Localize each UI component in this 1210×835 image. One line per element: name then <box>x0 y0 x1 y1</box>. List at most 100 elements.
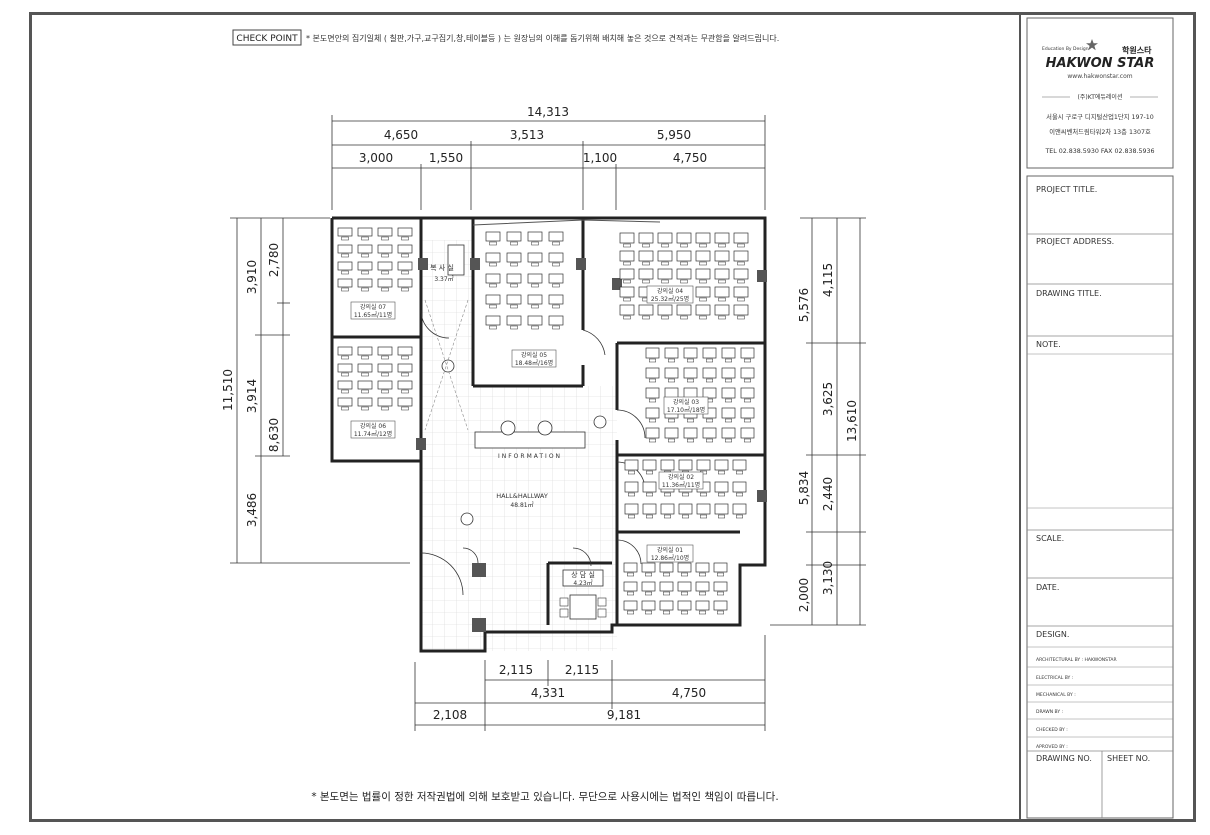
desk <box>619 250 635 262</box>
copy-room-name: 복 사 실 <box>430 263 454 272</box>
dim-top-r2-3: 5,950 <box>657 128 691 142</box>
chair <box>401 389 409 394</box>
door-arc <box>420 309 450 339</box>
desk <box>695 250 711 262</box>
chair <box>489 262 497 267</box>
chair <box>718 514 725 519</box>
chair-icon <box>500 420 516 436</box>
desk <box>702 387 717 399</box>
chair <box>687 358 694 363</box>
chair <box>668 378 675 383</box>
desk <box>397 261 413 271</box>
desk <box>733 286 749 298</box>
chair <box>699 572 706 577</box>
chair <box>381 389 389 394</box>
desk <box>638 304 654 316</box>
desk <box>645 367 660 379</box>
desk <box>695 304 711 316</box>
chair <box>718 492 725 497</box>
desk <box>527 231 543 242</box>
chair <box>381 287 389 292</box>
desk <box>677 581 692 592</box>
chair <box>664 514 671 519</box>
room-01-name: 강의실 01 <box>657 546 683 554</box>
desk <box>678 503 693 515</box>
desk <box>638 268 654 280</box>
room-02-area: 11.36㎡/11명 <box>662 481 700 489</box>
chair <box>718 279 726 284</box>
chair <box>649 358 656 363</box>
desk <box>623 562 638 573</box>
chair <box>628 492 635 497</box>
chair <box>737 243 745 248</box>
desk <box>713 562 728 573</box>
scale-label: SCALE. <box>1036 534 1064 543</box>
chair-icon <box>537 420 553 436</box>
chair <box>699 315 707 320</box>
room-06-area: 11.74㎡/12명 <box>354 430 392 438</box>
desk <box>660 459 675 471</box>
chair <box>668 438 675 443</box>
chair <box>361 406 369 411</box>
chair <box>552 325 560 330</box>
person-icon <box>460 512 474 526</box>
chair <box>725 378 732 383</box>
brand-box <box>1026 17 1174 169</box>
desk <box>337 227 353 237</box>
chair <box>361 270 369 275</box>
chair <box>661 279 669 284</box>
desk <box>397 227 413 237</box>
dim-left-outer: 11,510 <box>221 369 235 411</box>
dimension-lines <box>230 115 866 731</box>
chair <box>687 438 694 443</box>
desk <box>683 387 698 399</box>
chair <box>649 378 656 383</box>
desk <box>337 363 353 373</box>
chair <box>623 279 631 284</box>
desk <box>642 481 657 493</box>
chair <box>744 358 751 363</box>
person-icon <box>593 415 607 429</box>
checked-by: CHECKED BY : <box>1036 727 1068 733</box>
brand-address-1: 서울시 구로구 디지털산업1단지 197-10 <box>1046 112 1154 121</box>
hallway-guides <box>424 299 469 431</box>
chair <box>531 304 539 309</box>
desk <box>377 346 393 356</box>
desk <box>683 347 698 359</box>
desk <box>377 397 393 407</box>
chair <box>663 610 670 615</box>
desk <box>714 250 730 262</box>
desk <box>664 367 679 379</box>
chair <box>682 492 689 497</box>
chair <box>700 492 707 497</box>
desk <box>619 304 635 316</box>
desk <box>657 268 673 280</box>
architectural-by: ARCHITECTURAL BY : HAKWONSTAR <box>1036 657 1117 663</box>
desk <box>506 294 522 305</box>
desk <box>714 232 730 244</box>
desk <box>357 346 373 356</box>
chair <box>706 358 713 363</box>
desk <box>696 459 711 471</box>
desk <box>714 503 729 515</box>
desk <box>721 347 736 359</box>
desk <box>740 407 755 419</box>
desk <box>357 227 373 237</box>
room-03-area: 17.10㎡/18명 <box>667 406 705 414</box>
desk <box>397 346 413 356</box>
chair <box>381 270 389 275</box>
desk <box>657 232 673 244</box>
date-label: DATE. <box>1036 583 1059 592</box>
desk <box>377 363 393 373</box>
chair <box>649 438 656 443</box>
desk <box>548 231 564 242</box>
chair <box>681 591 688 596</box>
entrance-door-arc <box>420 552 464 596</box>
desk <box>624 459 639 471</box>
desk <box>695 268 711 280</box>
desk <box>733 250 749 262</box>
brand-tagline: Education By Design <box>1042 46 1089 52</box>
desk <box>619 232 635 244</box>
chair <box>687 418 694 423</box>
title-block: Education By Design 학원스타 HAKWON STAR www… <box>1019 15 1174 820</box>
